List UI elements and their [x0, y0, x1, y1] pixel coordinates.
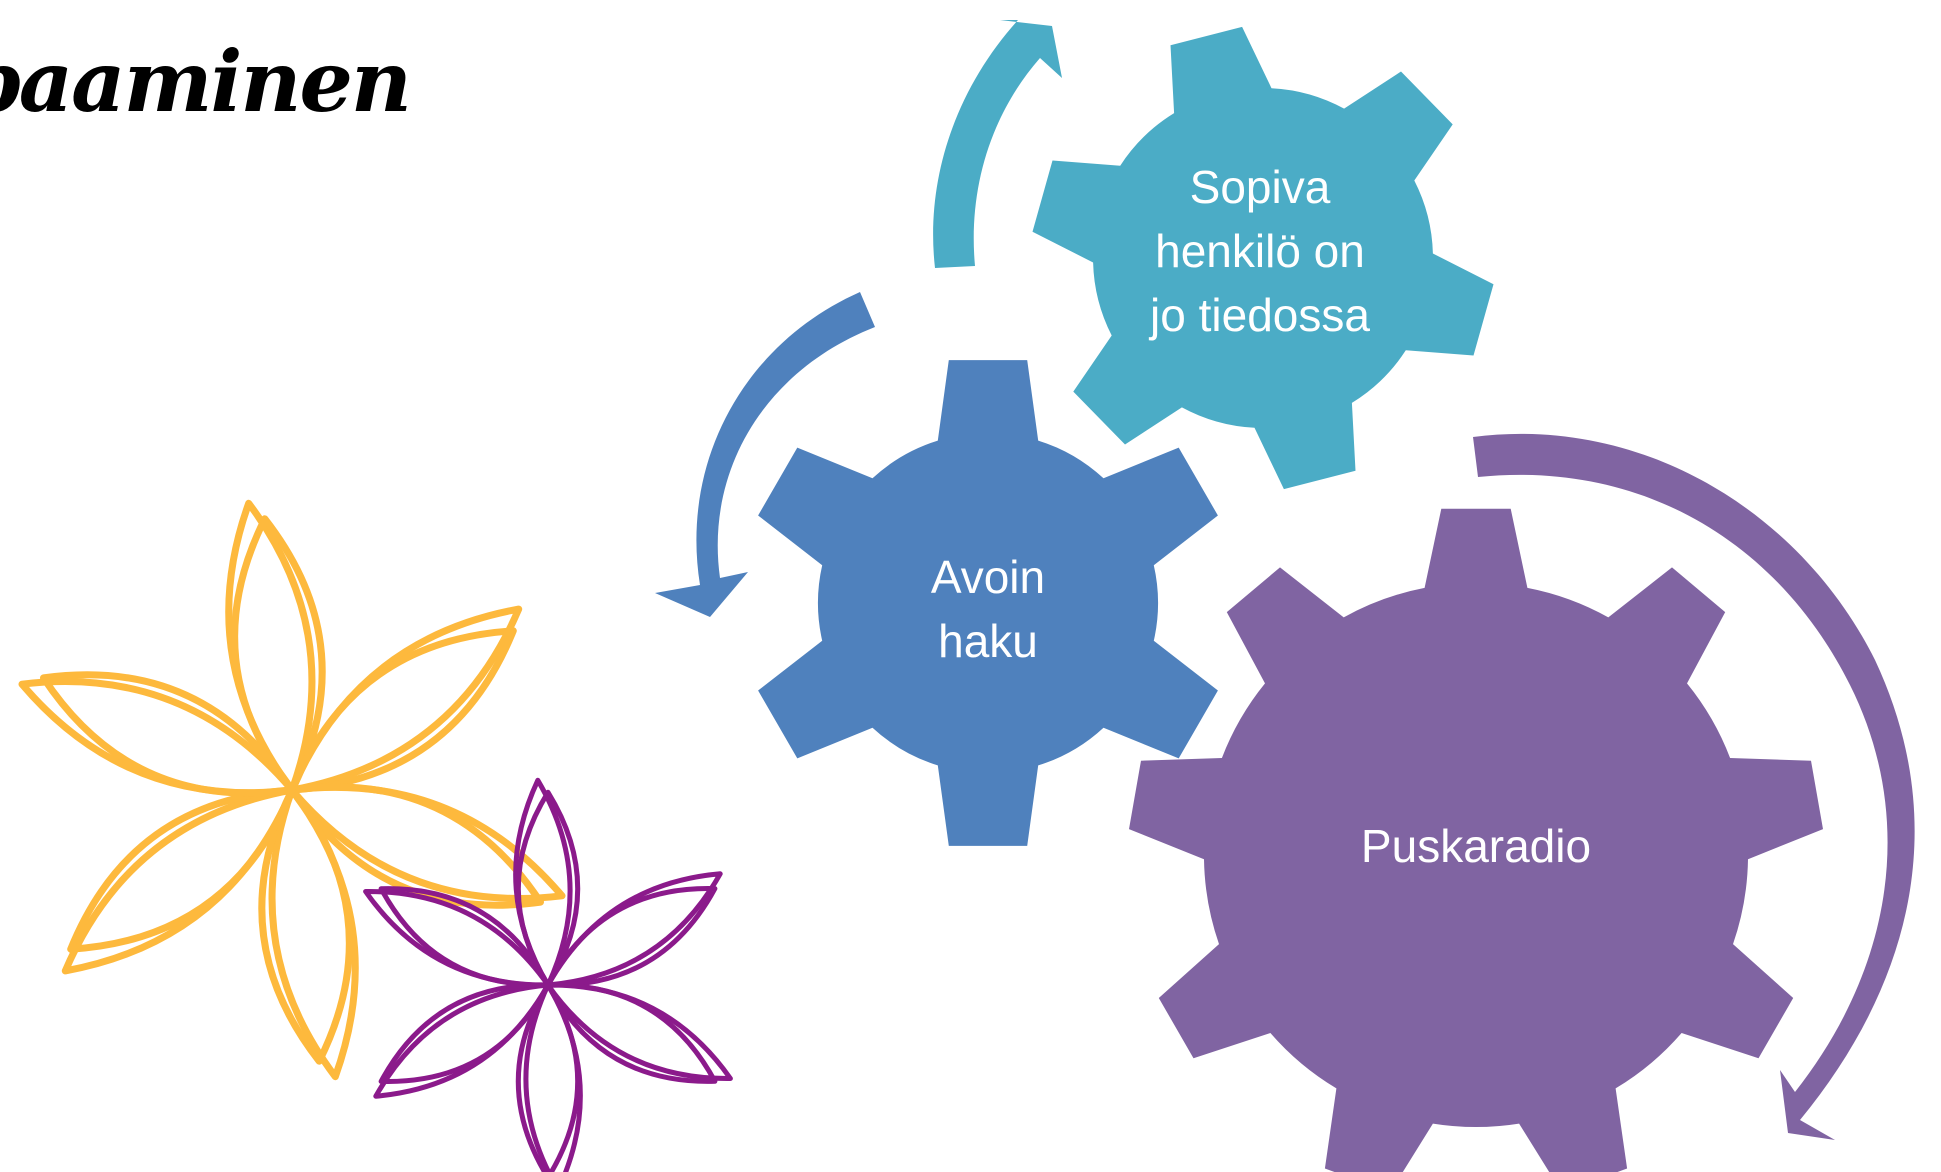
flower-petal: [515, 982, 581, 1172]
gear-top-line-2: henkilö on: [1155, 225, 1365, 277]
arrow-blue-icon: [655, 292, 875, 617]
flower-petal: [67, 786, 296, 953]
flower-petal: [268, 786, 359, 1081]
gear-middle-shape: [758, 360, 1218, 846]
flower-petal: [40, 671, 296, 797]
flower-petal: [258, 786, 353, 1065]
slide-title: paaminen: [0, 32, 412, 131]
gear-label-middle: Avoin haku: [931, 545, 1045, 673]
flower-petal: [515, 789, 581, 988]
flower-petal: [378, 982, 551, 1084]
flower-large-icon: [18, 499, 566, 1081]
gear-middle-line-2: haku: [938, 615, 1038, 667]
gear-top-line-1: Sopiva: [1189, 161, 1331, 213]
gear-top-line-3: jo tiedossa: [1150, 289, 1370, 341]
arrow-teal-icon: [933, 20, 1062, 268]
flower-petal: [288, 783, 544, 909]
gear-middle-line-1: Avoin: [930, 551, 1046, 603]
flower-petal: [225, 499, 316, 794]
flower-petal: [288, 627, 517, 794]
flower-small-icon: [363, 777, 733, 1172]
flower-petal: [545, 982, 718, 1084]
gear-bottom-shape: [1129, 508, 1823, 1172]
flower-petal: [545, 886, 718, 988]
arrow-purple-icon: [1473, 433, 1915, 1140]
gear-bottom-line-1: Puskaradio: [1360, 820, 1592, 872]
gear-label-top: Sopiva henkilö on jo tiedossa: [1150, 155, 1370, 347]
gear-label-bottom: Puskaradio: [1361, 814, 1591, 878]
gear-top-shape: [1032, 26, 1494, 490]
flower-petal: [231, 515, 326, 794]
flower-petal: [378, 886, 551, 988]
